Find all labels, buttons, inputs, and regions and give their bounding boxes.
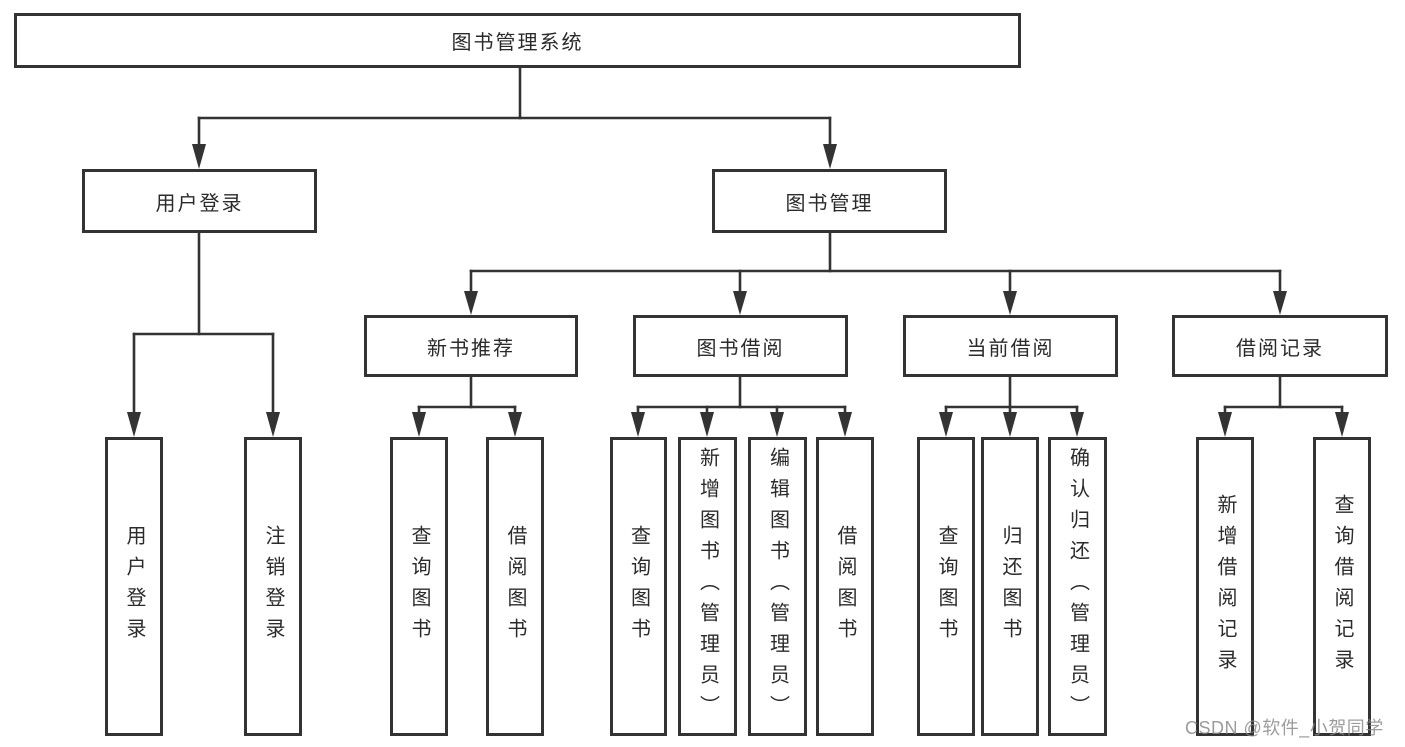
branch-user-login: 用户登录 — [82, 169, 317, 233]
leaf-return-books: 归还图书 — [981, 437, 1039, 736]
branch-book-management-label: 图书管理 — [785, 192, 874, 215]
leaf-query-borrow-record: 查询借阅记录 — [1313, 437, 1371, 736]
leaf-query-borrow-record-label: 查询借阅记录 — [1331, 493, 1353, 680]
branch-user-login-label: 用户登录 — [155, 192, 244, 215]
leaf-edit-books-admin-label: 编辑图书（管理员） — [766, 447, 789, 726]
leaf-borrow-query-books: 查询图书 — [610, 437, 667, 736]
leaf-logout-label: 注销登录 — [262, 524, 284, 649]
leaf-current-query-books-label: 查询图书 — [935, 524, 957, 649]
root-node-system: 图书管理系统 — [14, 13, 1021, 68]
leaf-confirm-return-admin: 确认归还（管理员） — [1048, 437, 1107, 736]
leaf-recommend-query-books: 查询图书 — [390, 437, 448, 736]
module-current-borrow-label: 当前借阅 — [966, 337, 1055, 360]
leaf-add-books-admin-label: 新增图书（管理员） — [696, 447, 719, 726]
leaf-user-login-label: 用户登录 — [123, 524, 145, 649]
leaf-current-query-books: 查询图书 — [917, 437, 975, 736]
root-node-label: 图书管理系统 — [451, 32, 584, 54]
leaf-recommend-borrow-books-label: 借阅图书 — [504, 524, 526, 649]
module-book-borrow-label: 图书借阅 — [696, 337, 785, 360]
leaf-recommend-borrow-books: 借阅图书 — [486, 437, 544, 736]
leaf-logout: 注销登录 — [244, 437, 302, 736]
leaf-borrow-books-label: 借阅图书 — [834, 524, 856, 649]
leaf-confirm-return-admin-label: 确认归还（管理员） — [1066, 447, 1089, 726]
leaf-user-login: 用户登录 — [105, 437, 163, 736]
leaf-return-books-label: 归还图书 — [999, 524, 1021, 649]
module-book-borrow: 图书借阅 — [633, 315, 848, 377]
branch-book-management: 图书管理 — [712, 169, 947, 233]
module-current-borrow: 当前借阅 — [903, 315, 1118, 377]
module-borrow-records: 借阅记录 — [1172, 315, 1388, 377]
leaf-borrow-query-books-label: 查询图书 — [627, 524, 650, 649]
leaf-add-borrow-record: 新增借阅记录 — [1196, 437, 1254, 736]
leaf-recommend-query-books-label: 查询图书 — [408, 524, 430, 649]
csdn-watermark: CSDN @软件_小贺同学 — [1185, 718, 1384, 738]
leaf-add-borrow-record-label: 新增借阅记录 — [1214, 493, 1236, 680]
module-new-book-recommend: 新书推荐 — [364, 315, 578, 377]
leaf-borrow-books: 借阅图书 — [816, 437, 874, 736]
module-borrow-records-label: 借阅记录 — [1236, 337, 1324, 360]
leaf-add-books-admin: 新增图书（管理员） — [678, 437, 737, 736]
leaf-edit-books-admin: 编辑图书（管理员） — [748, 437, 807, 736]
module-new-book-recommend-label: 新书推荐 — [427, 337, 515, 360]
